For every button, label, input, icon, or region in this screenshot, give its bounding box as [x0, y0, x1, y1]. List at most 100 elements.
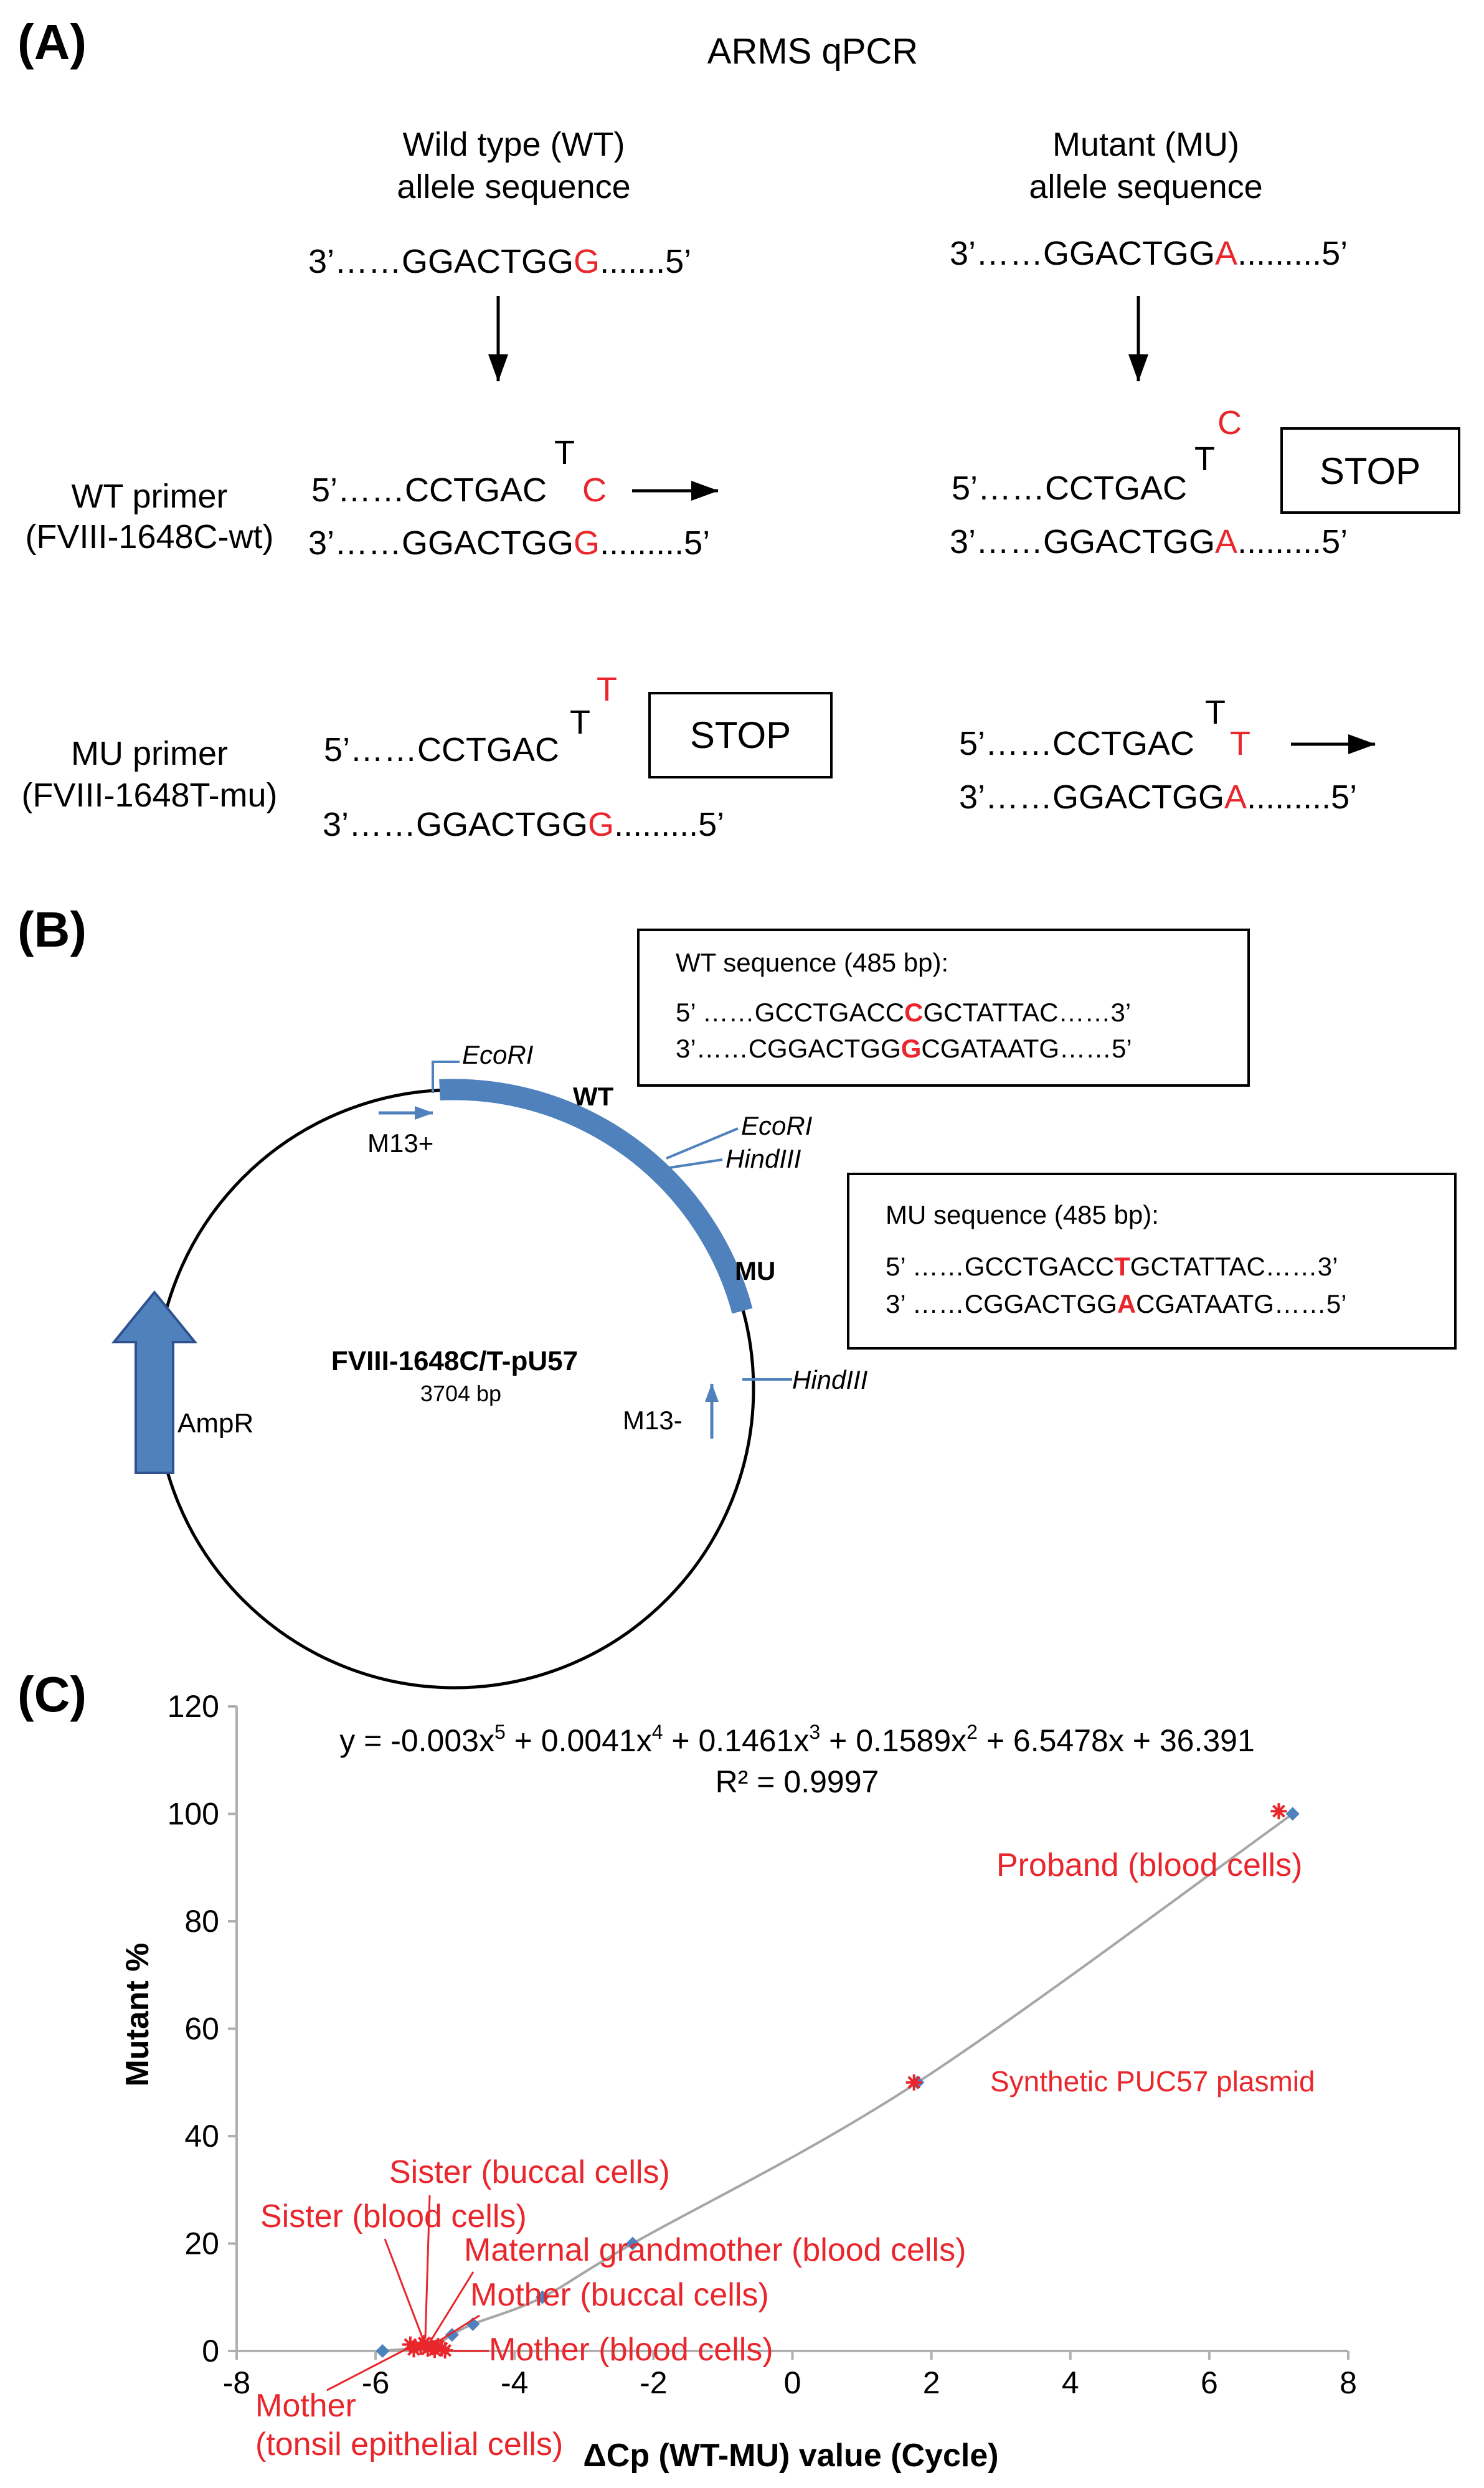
x-tick-label: -4: [501, 2365, 528, 2400]
plasmid-name: FVIII-1648C/T-pU57: [331, 1346, 578, 1376]
y-axis-label: Mutant %: [120, 1942, 156, 2086]
mu-primer-label-line1: MU primer: [71, 735, 228, 772]
wt-primer-mu-t: T: [1194, 440, 1215, 478]
chart-marks: [376, 1803, 1300, 2359]
mu-insert-label: MU: [735, 1256, 775, 1285]
annotation-leader: [384, 2238, 425, 2341]
x-tick-label: -2: [640, 2365, 667, 2400]
mu-primer-wt-t: T: [570, 704, 590, 741]
mu-header-line1: Mutant (MU): [1052, 126, 1239, 163]
y-tick-label: 60: [184, 2012, 219, 2046]
mu-template-strand-mu: 3’……GGACTGGA.........5’: [959, 778, 1357, 816]
wt-header-line1: Wild type (WT): [403, 126, 625, 163]
mu-primer-wt-snp: T: [597, 671, 617, 708]
wt-sequence-box: [637, 929, 1250, 1087]
wt-primer-mu-snp: C: [1217, 404, 1242, 442]
annotation-label: Mother (buccal cells): [470, 2277, 769, 2313]
y-tick-label: 100: [168, 1797, 219, 1832]
annotation-label: Maternal grandmother (blood cells): [464, 2232, 966, 2268]
sample-point-star: [905, 2074, 922, 2091]
wt-template-strand-wt: 3’……GGACTGGG.........5’: [308, 524, 710, 562]
x-tick-label: 2: [923, 2365, 940, 2400]
mu-sequence-box-title: MU sequence (485 bp):: [886, 1200, 1159, 1229]
mu-primer-wt-sequence: 5’……CCTGAC: [324, 731, 559, 769]
wt-sequence-box-line2: 3’……CGGACTGGGCGATAATG……5’: [676, 1034, 1132, 1063]
standard-point-diamond: [466, 2317, 480, 2331]
y-tick-label: 80: [184, 1904, 219, 1939]
annotation-label: Synthetic PUC57 plasmid: [990, 2065, 1315, 2098]
mu-primer-mu-t: T: [1205, 694, 1226, 731]
annotation-label: Sister (buccal cells): [389, 2154, 670, 2190]
wt-template-sequence: 3’……GGACTGGG.......5’: [308, 243, 691, 280]
annotation-leader: [424, 2195, 431, 2339]
wt-sequence-box-title: WT sequence (485 bp):: [676, 948, 948, 977]
wt-template-strand-mu: 3’……GGACTGGA.........5’: [950, 523, 1348, 561]
y-tick-label: 40: [184, 2119, 219, 2154]
mu-primer-wt-stop-box: [648, 692, 833, 778]
x-tick-label: 0: [784, 2365, 801, 2400]
insert-arc: [439, 1079, 753, 1314]
standard-point-diamond: [535, 2290, 549, 2304]
ecori-mid-label: EcoRI: [741, 1111, 813, 1140]
x-tick-label: 6: [1201, 2365, 1218, 2400]
sample-point-star: [1270, 1803, 1287, 1820]
wt-primer-wt-t: T: [554, 434, 575, 471]
panel-b: (B) AmpR FVIII-1648C/T-pU57 3704 bp EcoR…: [17, 902, 1457, 1690]
y-tick-label: 20: [184, 2226, 219, 2261]
x-tick-label: -6: [362, 2365, 389, 2400]
mu-primer-wt-stop-text: STOP: [690, 714, 791, 756]
mu-sequence-box: [847, 1173, 1457, 1350]
sample-point-star: [416, 2335, 433, 2352]
wt-primer-mu-stop-text: STOP: [1320, 450, 1420, 492]
mu-sequence-box-line2: 3’ ……CGGACTGGACGATAATG……5’: [886, 1289, 1347, 1318]
wt-primer-label-line1: WT primer: [72, 478, 228, 515]
x-tick-label: 4: [1062, 2365, 1079, 2400]
mu-sequence-box-line1: 5’ ……GCCTGACCTGCTATTAC……3’: [886, 1252, 1338, 1281]
wt-sequence-box-line1: 5’ ……GCCTGACCCGCTATTAC……3’: [676, 998, 1131, 1027]
m13-minus-label: M13-: [623, 1406, 683, 1435]
y-tick-label: 120: [168, 1689, 219, 1724]
standard-point-diamond: [376, 2344, 390, 2358]
mu-template-strand-wt: 3’……GGACTGGG.........5’: [323, 806, 724, 843]
plasmid-size: 3704 bp: [420, 1381, 501, 1406]
x-tick-label: 8: [1340, 2365, 1357, 2400]
y-tick-label: 0: [202, 2334, 219, 2368]
mu-template-sequence: 3’……GGACTGGA.........5’: [950, 235, 1348, 272]
ecori-top-label: EcoRI: [462, 1040, 534, 1069]
annotation-leader: [435, 2314, 480, 2344]
chart-annotations: Proband (blood cells)Synthetic PUC57 pla…: [255, 1847, 1315, 2462]
mu-header-line2: allele sequence: [1029, 168, 1262, 206]
chart-equation: y = -0.003x5 + 0.0041x4 + 0.1461x3 + 0.1…: [339, 1721, 1255, 1758]
wt-insert-label: WT: [573, 1082, 614, 1111]
annotation-label: Sister (blood cells): [260, 2198, 527, 2235]
mu-primer-mu-sequence: 5’……CCTGAC: [959, 725, 1194, 762]
m13-plus-label: M13+: [367, 1128, 433, 1158]
sample-point-star: [437, 2342, 453, 2359]
x-tick-label: -8: [223, 2365, 250, 2400]
annotation-label: (tonsil epithelial cells): [255, 2426, 563, 2462]
panel-a-label: (A): [17, 14, 87, 70]
ampr-label: AmpR: [177, 1408, 253, 1439]
annotation-label: Mother: [255, 2388, 356, 2424]
standard-point-diamond: [1285, 1807, 1300, 1821]
wt-primer-mu-stop-box: [1280, 427, 1460, 514]
ecori-mid-leader: [666, 1127, 739, 1160]
chart-r2: R² = 0.9997: [716, 1764, 879, 1799]
hindiii-bottom-label: HindIII: [792, 1365, 868, 1394]
annotation-label: Mother (blood cells): [489, 2332, 773, 2368]
ampr-arrow-icon: [111, 1290, 198, 1474]
wt-primer-wt-snp: C: [582, 471, 607, 509]
wt-primer-mu-sequence: 5’……CCTGAC: [952, 470, 1187, 507]
sample-point-star: [405, 2341, 422, 2358]
ecori-top-leader: [432, 1061, 460, 1093]
wt-primer-wt-sequence: 5’……CCTGAC: [311, 471, 547, 509]
panel-a-title: ARMS qPCR: [707, 31, 918, 72]
wt-header-line2: allele sequence: [397, 168, 630, 206]
panel-a: (A) ARMS qPCR Wild type (WT) allele sequ…: [17, 14, 1460, 843]
annotation-leader: [430, 2271, 475, 2341]
hindiii-mid-leader: [669, 1158, 723, 1169]
panel-c-label: (C): [17, 1667, 87, 1722]
